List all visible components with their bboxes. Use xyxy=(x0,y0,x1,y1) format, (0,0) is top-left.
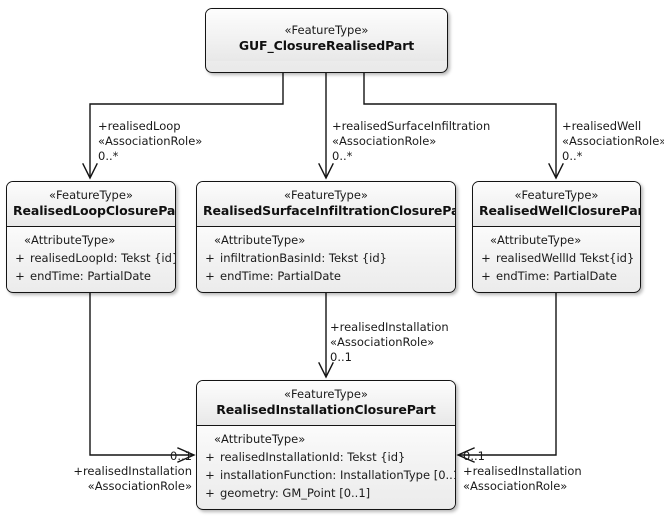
association-stereotype: «AssociationRole» xyxy=(562,134,664,148)
class-name: GUF_ClosureRealisedPart xyxy=(238,38,415,53)
arrowhead-install-mid xyxy=(318,362,334,379)
association-label-realised-well: +realisedWell «AssociationRole» 0..* xyxy=(562,119,664,164)
visibility-marker: + xyxy=(205,450,215,464)
association-label-realised-installation-left: 0..1 +realisedInstallation «AssociationR… xyxy=(60,449,192,494)
arrowhead-well xyxy=(548,163,564,180)
connector-well-to-install xyxy=(459,292,557,456)
association-multiplicity: 0..1 xyxy=(170,449,192,463)
association-label-realised-surface-infiltration: +realisedSurfaceInfiltration «Associatio… xyxy=(332,119,490,164)
class-stereotype: «FeatureType» xyxy=(49,188,133,202)
association-multiplicity: 0..* xyxy=(98,149,119,163)
arrowhead-install-right xyxy=(456,447,475,463)
attribute-row: + realisedInstallationId: Tekst {id} xyxy=(200,448,452,466)
class-box-realised-surface-infiltration-closure-part[interactable]: «FeatureType» RealisedSurfaceInfiltratio… xyxy=(196,181,456,293)
visibility-marker: + xyxy=(481,251,491,265)
class-stereotype: «FeatureType» xyxy=(284,23,369,37)
visibility-marker: + xyxy=(15,269,25,283)
association-label-realised-loop: +realisedLoop «AssociationRole» 0..* xyxy=(98,119,202,164)
association-label-realised-installation-middle: +realisedInstallation «AssociationRole» … xyxy=(330,320,449,365)
attribute-text: endTime: PartialDate xyxy=(220,269,341,283)
association-label-realised-installation-right: 0..1 +realisedInstallation «AssociationR… xyxy=(463,449,582,494)
attribute-text: realisedLoopId: Tekst {id} xyxy=(30,251,176,265)
class-name: RealisedSurfaceInfiltrationClosurePart xyxy=(203,203,456,218)
arrowhead-install-left xyxy=(177,447,196,463)
association-multiplicity: 0..1 xyxy=(330,350,352,364)
association-stereotype: «AssociationRole» xyxy=(332,134,437,148)
attribute-row: + endTime: PartialDate xyxy=(200,267,452,285)
class-stereotype: «FeatureType» xyxy=(284,387,368,401)
association-role-name: +realisedSurfaceInfiltration xyxy=(332,119,491,133)
attribute-stereotype: «AttributeType» xyxy=(24,233,116,247)
attribute-compartment: «AttributeType» + realisedWellId Tekst{i… xyxy=(473,226,640,291)
attribute-row: + endTime: PartialDate xyxy=(476,267,637,285)
connector-top-to-loop xyxy=(89,72,284,177)
attribute-text: installationFunction: InstallationType [… xyxy=(220,468,456,482)
attribute-row: + realisedWellId Tekst{id} xyxy=(476,249,637,267)
attribute-text: geometry: GM_Point [0..1] xyxy=(220,486,371,500)
attribute-row: + endTime: PartialDate xyxy=(10,267,172,285)
class-name: RealisedInstallationClosurePart xyxy=(216,402,436,417)
attribute-stereotype: «AttributeType» xyxy=(214,432,306,446)
association-role-name: +realisedLoop xyxy=(98,119,181,133)
association-stereotype: «AssociationRole» xyxy=(330,335,435,349)
association-stereotype: «AssociationRole» xyxy=(463,479,568,493)
class-header: «FeatureType» RealisedSurfaceInfiltratio… xyxy=(197,182,455,226)
visibility-marker: + xyxy=(205,269,215,283)
visibility-marker: + xyxy=(205,251,215,265)
association-multiplicity: 0..* xyxy=(332,149,353,163)
class-stereotype: «FeatureType» xyxy=(514,188,599,202)
attribute-compartment: «AttributeType» + realisedLoopId: Tekst … xyxy=(7,226,175,291)
association-role-name: +realisedInstallation xyxy=(463,464,582,478)
association-role-name: +realisedInstallation xyxy=(73,464,192,478)
visibility-marker: + xyxy=(481,269,491,283)
association-stereotype: «AssociationRole» xyxy=(98,134,203,148)
attribute-text: endTime: PartialDate xyxy=(30,269,151,283)
arrowhead-surface xyxy=(318,163,334,180)
connector-loop-to-install xyxy=(89,292,193,456)
attribute-compartment: «AttributeType» + realisedInstallationId… xyxy=(197,425,455,508)
attribute-row: + installationFunction: InstallationType… xyxy=(200,466,455,484)
attribute-row: + infiltrationBasinId: Tekst {id} xyxy=(200,249,452,267)
class-header: «FeatureType» RealisedLoopClosurePart xyxy=(7,182,175,226)
visibility-marker: + xyxy=(15,251,25,265)
class-name: RealisedLoopClosurePart xyxy=(13,203,176,218)
class-box-realised-well-closure-part[interactable]: «FeatureType» RealisedWellClosurePart «A… xyxy=(472,181,641,293)
association-role-name: +realisedWell xyxy=(562,119,642,133)
class-box-realised-loop-closure-part[interactable]: «FeatureType» RealisedLoopClosurePart «A… xyxy=(6,181,176,293)
association-multiplicity: 0..1 xyxy=(463,449,485,463)
visibility-marker: + xyxy=(205,468,215,482)
association-role-name: +realisedInstallation xyxy=(330,320,449,334)
attribute-text: endTime: PartialDate xyxy=(496,269,617,283)
attribute-text: infiltrationBasinId: Tekst {id} xyxy=(220,251,387,265)
class-header: «FeatureType» RealisedInstallationClosur… xyxy=(197,381,455,425)
attribute-text: realisedInstallationId: Tekst {id} xyxy=(220,450,406,464)
attribute-compartment: «AttributeType» + infiltrationBasinId: T… xyxy=(197,226,455,291)
visibility-marker: + xyxy=(205,486,215,500)
attribute-stereotype: «AttributeType» xyxy=(214,233,306,247)
class-box-guf-closure-realised-part[interactable]: «FeatureType» GUF_ClosureRealisedPart xyxy=(205,8,448,73)
class-box-realised-installation-closure-part[interactable]: «FeatureType» RealisedInstallationClosur… xyxy=(196,380,456,510)
class-stereotype: «FeatureType» xyxy=(284,188,368,202)
attribute-text: realisedWellId Tekst{id} xyxy=(496,251,635,265)
arrowhead-loop xyxy=(82,163,98,180)
attribute-stereotype: «AttributeType» xyxy=(490,233,582,247)
class-name: RealisedWellClosurePart xyxy=(479,203,641,218)
class-header: «FeatureType» GUF_ClosureRealisedPart xyxy=(206,9,447,61)
attribute-row: + realisedLoopId: Tekst {id} xyxy=(10,249,175,267)
connector-top-to-well xyxy=(363,72,557,177)
class-header: «FeatureType» RealisedWellClosurePart xyxy=(473,182,640,226)
attribute-row: + geometry: GM_Point [0..1] xyxy=(200,484,452,502)
association-stereotype: «AssociationRole» xyxy=(87,479,192,493)
association-multiplicity: 0..* xyxy=(562,149,583,163)
